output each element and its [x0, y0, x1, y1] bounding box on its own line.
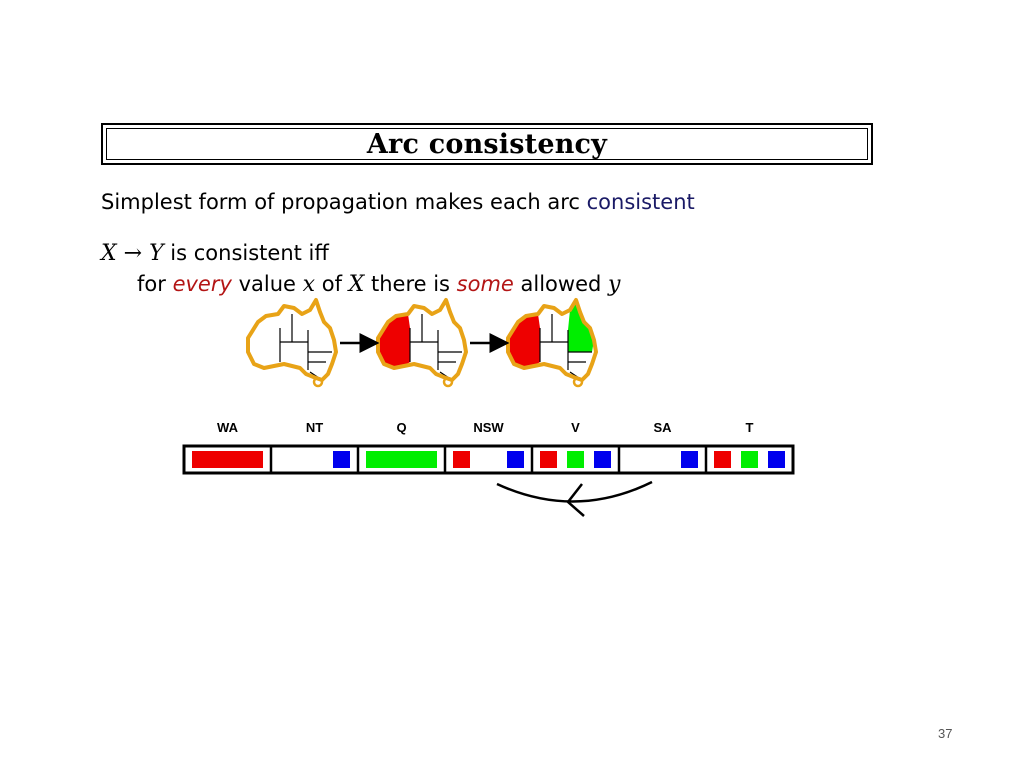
domain-label-SA: SA — [653, 420, 672, 435]
line3-of: of — [315, 272, 349, 296]
australia-outline — [506, 298, 598, 382]
australia-outline — [246, 298, 338, 382]
line3-for: for — [137, 272, 173, 296]
domain-V-value-green — [567, 451, 584, 468]
line1-prefix: Simplest form of propagation makes each … — [101, 190, 587, 214]
line1-highlight: consistent — [586, 190, 695, 214]
math-X: X — [101, 241, 117, 266]
domain-bar — [182, 444, 795, 475]
line2-rest: is consistent iff — [163, 241, 329, 265]
domain-NSW-value-red — [453, 451, 470, 468]
title-box: Arc consistency — [101, 123, 873, 165]
page-number: 37 — [938, 726, 953, 741]
australia-map-1 — [246, 298, 338, 388]
tasmania — [572, 376, 584, 388]
line3-allowed: allowed — [513, 272, 609, 296]
domain-label-NT: NT — [305, 420, 324, 435]
domain-label-V: V — [571, 420, 580, 435]
domain-WA-value-red — [192, 451, 263, 468]
domain-NSW-value-blue — [507, 451, 524, 468]
region-q — [568, 300, 594, 352]
state-borders — [409, 314, 462, 381]
domain-V-value-red — [540, 451, 557, 468]
arc-curve — [496, 480, 653, 503]
state-borders — [279, 314, 332, 381]
domain-label-T: T — [745, 420, 754, 435]
australia-map-2 — [376, 298, 468, 388]
domain-SA-value-blue — [681, 451, 698, 468]
australia-outline — [376, 298, 468, 382]
line3-there: there is — [364, 272, 457, 296]
line3-every: every — [172, 272, 232, 296]
arc-arrowhead-icon — [566, 483, 585, 517]
line-simplest-form: Simplest form of propagation makes each … — [101, 190, 695, 214]
domain-label-Q: Q — [396, 420, 407, 435]
domain-T-value-green — [741, 451, 758, 468]
domain-label-NSW: NSW — [473, 420, 504, 435]
line-definition: X → Y is consistent iff — [101, 241, 329, 266]
math-y: y — [608, 272, 621, 297]
tasmania — [442, 376, 454, 388]
line3-value: value — [231, 272, 303, 296]
domain-NT-value-blue — [333, 451, 350, 468]
line-condition: for every value x of X there is some all… — [137, 272, 620, 297]
domain-T-value-red — [714, 451, 731, 468]
australia-maps — [246, 298, 598, 388]
state-borders — [539, 314, 592, 381]
domain-bar-outline — [182, 444, 795, 475]
math-arrow: → — [116, 241, 150, 266]
tasmania — [312, 376, 324, 388]
australia-map-3 — [506, 298, 598, 388]
domain-label-WA: WA — [217, 420, 238, 435]
domain-Q-value-green — [366, 451, 437, 468]
title-box-inner: Arc consistency — [106, 128, 868, 160]
domain-V-value-blue — [594, 451, 611, 468]
math-X2: X — [348, 272, 365, 297]
math-Y: Y — [149, 241, 164, 266]
domain-T-value-blue — [768, 451, 785, 468]
slide-title: Arc consistency — [366, 128, 608, 160]
math-x: x — [302, 272, 316, 297]
line3-some: some — [456, 272, 514, 296]
